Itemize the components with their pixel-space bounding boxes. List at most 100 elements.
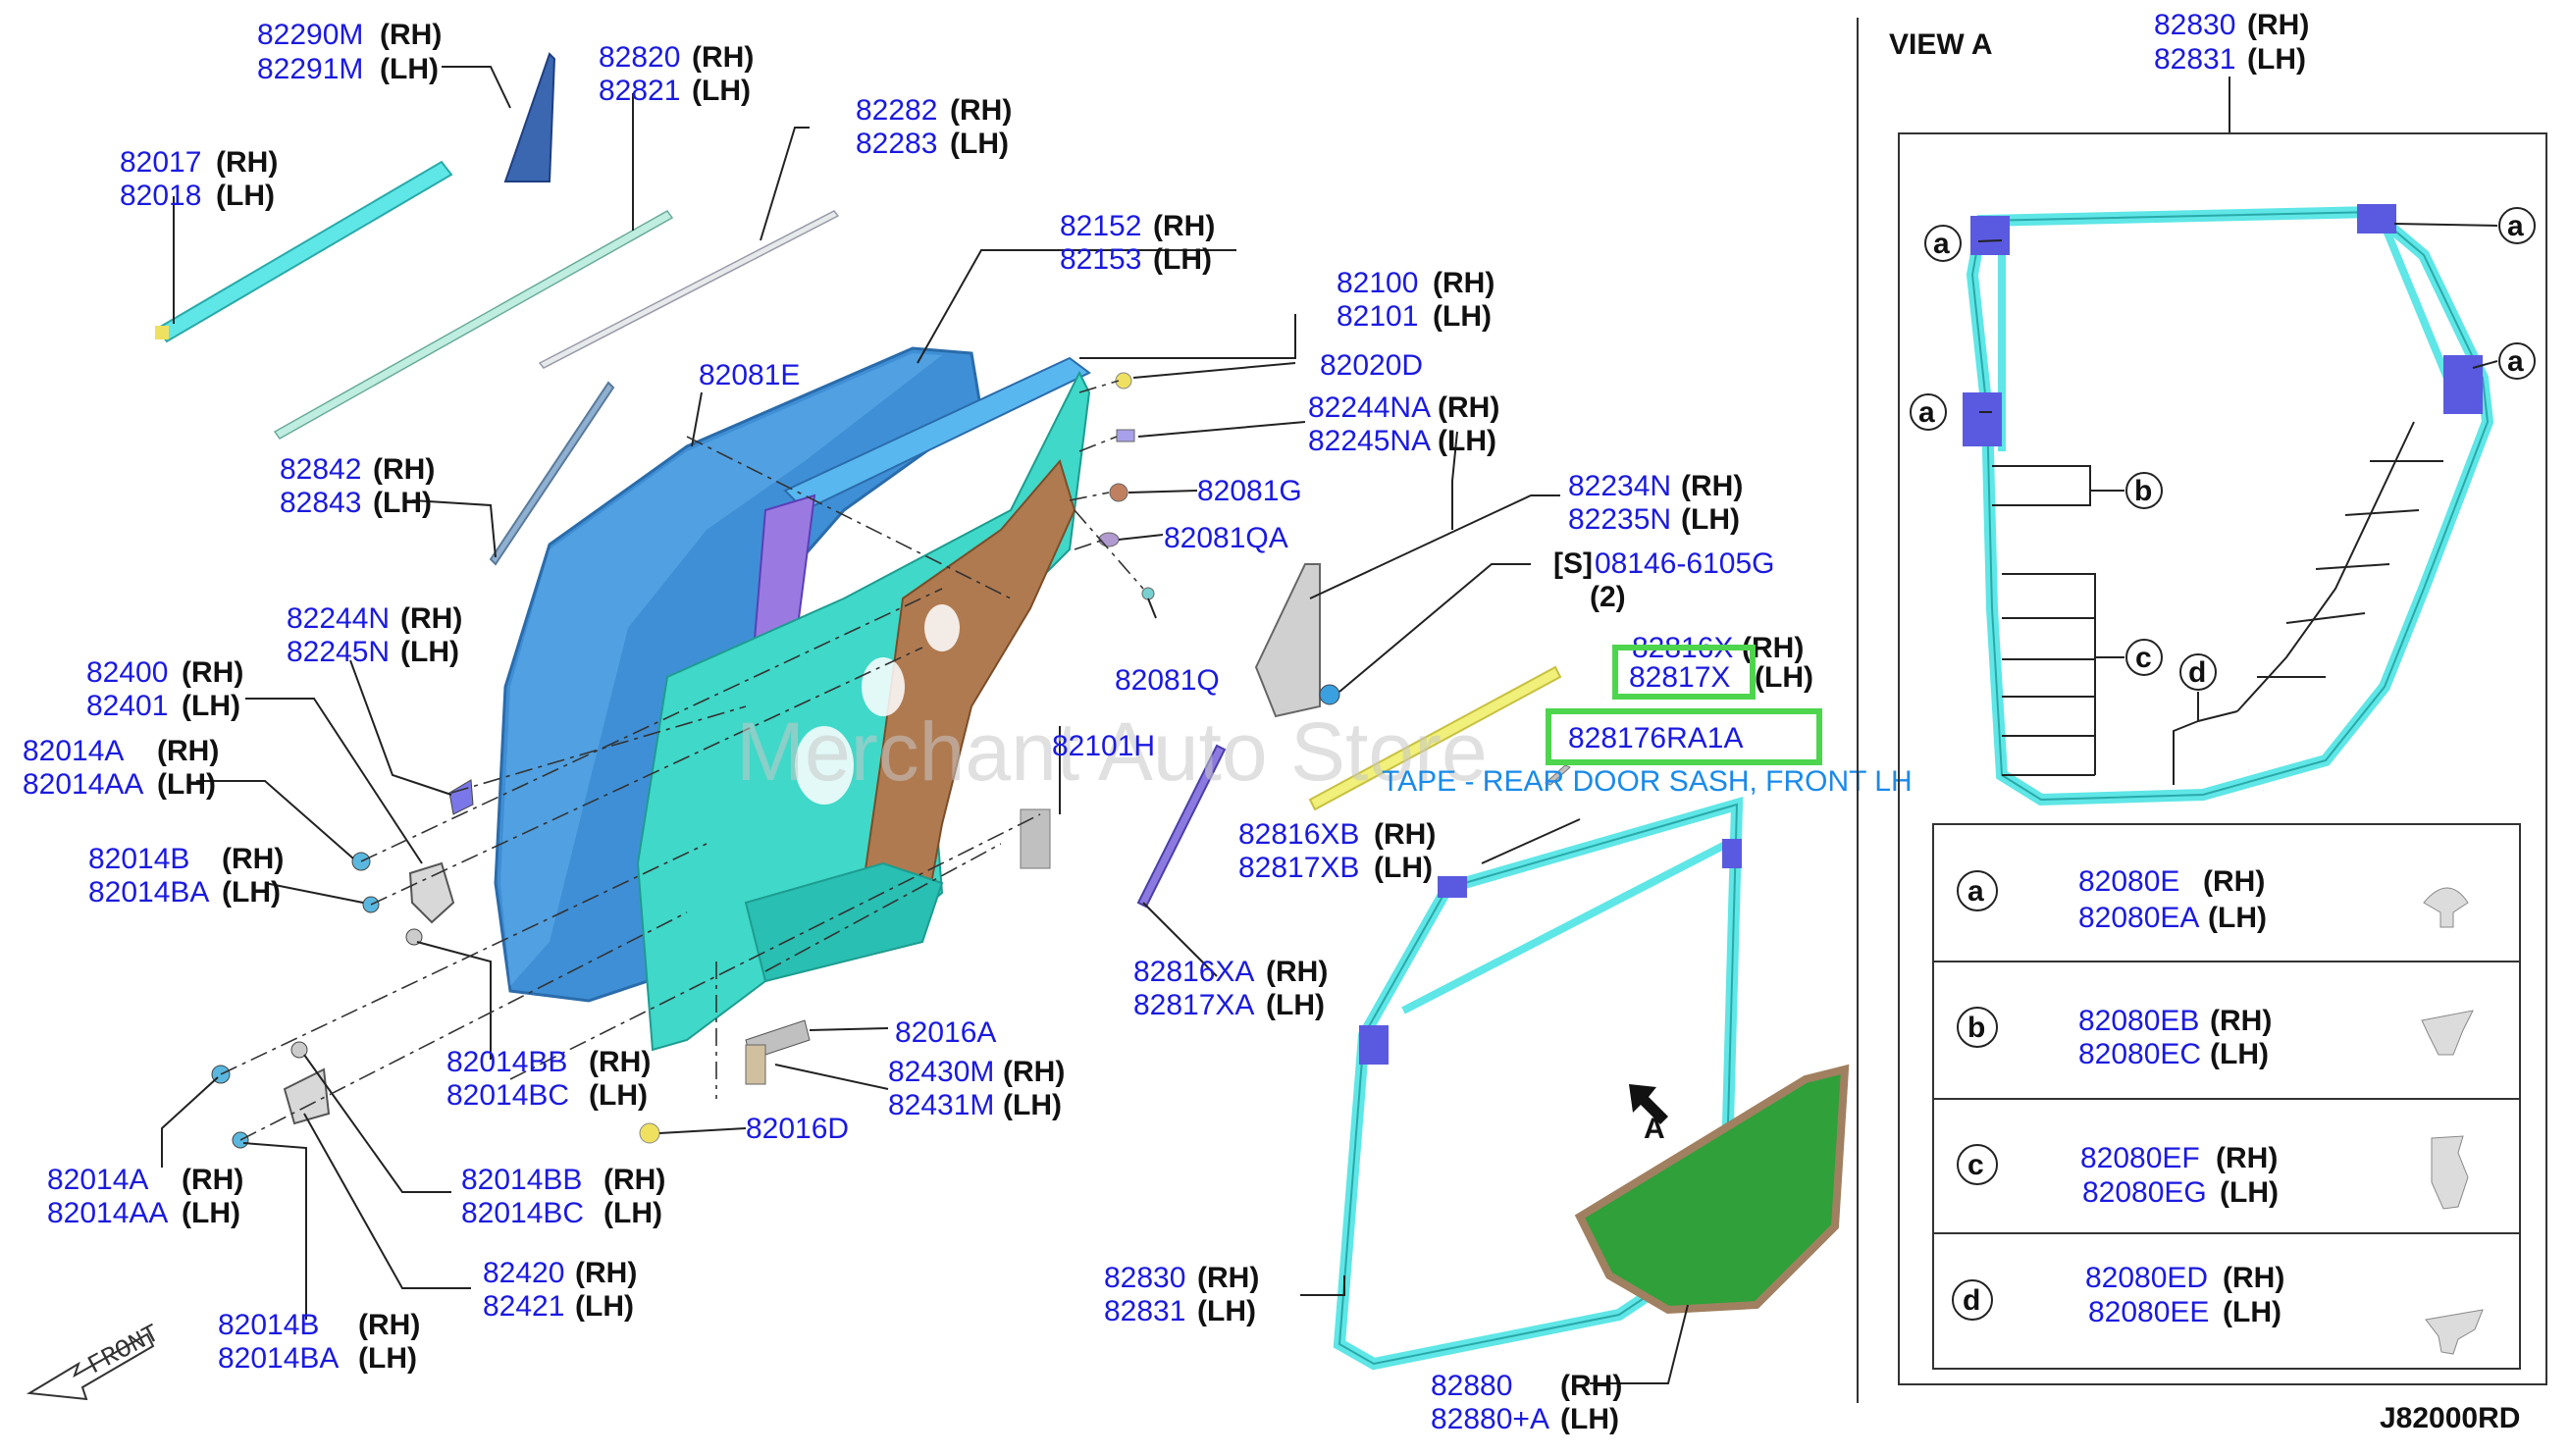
hinge-82420 xyxy=(283,1067,331,1125)
part-number: 82234N xyxy=(1568,470,1671,502)
leader xyxy=(2002,573,2124,776)
leader xyxy=(1309,494,1560,599)
legend-entry-d: d 82080ED (RH) 82080EE (LH) xyxy=(1952,1262,2484,1355)
weatherstrip-clip xyxy=(1359,1025,1389,1065)
highlight-box xyxy=(1612,645,1756,700)
callout-82020D: 82020D xyxy=(1320,349,1423,382)
part-number: 82420 xyxy=(483,1257,564,1289)
marker-letter: a xyxy=(2507,345,2524,378)
part-number: 82817X xyxy=(1629,661,1730,694)
leader xyxy=(303,1113,471,1289)
side-label: (RH) xyxy=(603,1164,665,1196)
part-number: 82080EB xyxy=(2078,1005,2199,1037)
side-label: (RH) xyxy=(373,453,435,486)
callout-82100: 82100 (RH) 82101 (LH) xyxy=(1337,267,1495,333)
side-label: (LH) xyxy=(358,1342,417,1375)
weatherstrip-clip xyxy=(1438,876,1467,898)
part-number: 82283 xyxy=(856,128,937,160)
front-arrow-icon xyxy=(26,1332,155,1401)
marker-b: b xyxy=(2125,472,2163,509)
side-label: (LH) xyxy=(1266,989,1325,1021)
callout-82234N: 82234N (RH) 82235N (LH) xyxy=(1568,470,1743,536)
view-a-inner-run xyxy=(2381,224,2457,394)
part-number: 82014BC xyxy=(461,1197,584,1229)
tapes xyxy=(1136,665,1571,909)
marker-letter: a xyxy=(1933,228,1950,260)
side-label: (LH) xyxy=(2220,1176,2279,1209)
clip-82020D xyxy=(1115,372,1132,390)
part-number: 82430M xyxy=(888,1056,994,1088)
part-number: 82014AA xyxy=(47,1197,168,1229)
seal-82244N xyxy=(448,779,474,815)
leader xyxy=(1079,314,1296,359)
tape-82816XB xyxy=(1545,764,1571,786)
leader xyxy=(442,66,511,109)
leader xyxy=(809,1027,889,1031)
part-number: 82880 xyxy=(1431,1370,1512,1402)
part-number: 82014BB xyxy=(446,1046,567,1078)
leader xyxy=(349,659,452,796)
callout-08146-6105G: [S] 08146-6105G (2) xyxy=(1553,547,1775,613)
leader xyxy=(303,1054,451,1193)
assembly-line xyxy=(360,588,943,862)
leader xyxy=(1118,534,1164,541)
view-arrow-label: A xyxy=(1644,1113,1665,1145)
legend-letter: c xyxy=(1967,1149,1984,1181)
part-number: 82014BA xyxy=(218,1342,339,1375)
view-a-clip xyxy=(2443,355,2483,414)
part-number: 82842 xyxy=(280,453,361,486)
part-number: 82014B xyxy=(218,1309,319,1341)
plug-82081Q xyxy=(1141,587,1155,600)
legend-letter: d xyxy=(1963,1284,1980,1317)
side-label: (RH) xyxy=(692,41,754,74)
moldings xyxy=(155,52,840,566)
part-number: 82100 xyxy=(1337,267,1418,299)
part-number: 82016A xyxy=(895,1016,996,1049)
highlight-box xyxy=(1546,708,1822,765)
leader xyxy=(411,499,497,558)
legend-letter: a xyxy=(1967,875,1984,908)
door-illustration xyxy=(494,346,1091,1052)
side-label: [S] xyxy=(1553,547,1593,580)
door-lower-frame xyxy=(744,861,944,983)
tape-82816X xyxy=(1308,665,1562,811)
leader xyxy=(245,698,423,864)
part-number: 82245NA xyxy=(1308,425,1431,457)
side-label: (RH) xyxy=(182,656,243,689)
clip-82244NA xyxy=(1116,429,1135,442)
leader xyxy=(2173,692,2238,785)
side-label: (LH) xyxy=(157,768,216,801)
marker-a: a xyxy=(1924,225,1962,262)
callout-82014B-upper: 82014B (RH) 82014BA (LH) xyxy=(88,843,284,909)
assembly-line xyxy=(220,843,708,1075)
marker-a: a xyxy=(1910,393,1947,431)
grommet-82081G xyxy=(1109,483,1128,502)
callout-82081QA: 82081QA xyxy=(1164,522,1288,554)
weatherstrip-illustration: A xyxy=(1333,796,1850,1371)
side-label: (RH) xyxy=(1438,391,1499,424)
side-label: (RH) xyxy=(380,19,442,51)
part-number: 82235N xyxy=(1568,503,1671,536)
callout-82420: 82420 (RH) 82421 (LH) xyxy=(483,1257,637,1323)
callout-82152: 82152 (RH) 82153 (LH) xyxy=(1060,210,1215,276)
marker-letter: a xyxy=(1918,396,1935,429)
part-number: 82014AA xyxy=(23,768,143,801)
side-label: (LH) xyxy=(1681,503,1740,536)
side-label: (RH) xyxy=(2203,865,2265,898)
part-number: 82831 xyxy=(1104,1295,1185,1327)
bracket-82430M xyxy=(745,1044,766,1085)
part-number: 82081Q xyxy=(1115,664,1220,697)
assembly-line xyxy=(509,813,1041,1080)
part-number: 82282 xyxy=(856,94,937,127)
quantity-label: (2) xyxy=(1590,581,1626,613)
view-a-frame xyxy=(1898,132,2547,1385)
bracket-82101H xyxy=(1020,808,1051,869)
side-label: (RH) xyxy=(575,1257,637,1289)
side-label: (LH) xyxy=(1560,1403,1619,1435)
door-outer-panel-shade xyxy=(500,353,942,986)
part-number: 82080EA xyxy=(2078,902,2199,934)
leader xyxy=(1147,598,1157,619)
assembly-line xyxy=(1074,509,1144,590)
molding-82282 xyxy=(538,210,840,369)
assembly-lines xyxy=(220,380,1144,1141)
